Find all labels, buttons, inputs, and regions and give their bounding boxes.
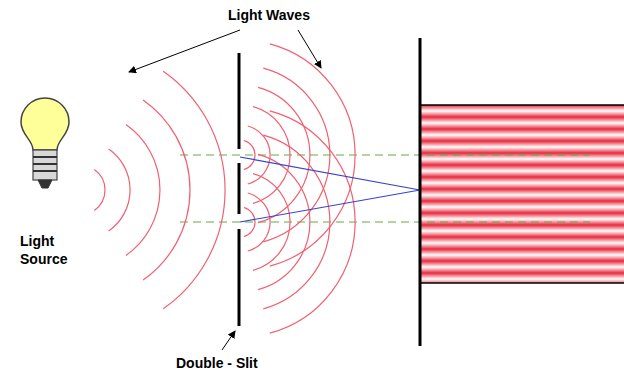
ray-line [240,190,420,222]
pointer-arrow [222,331,235,350]
wave-label: Light Waves [228,6,310,24]
fringe-pattern [421,105,624,283]
ray-line [240,157,420,190]
diffracted-waves [244,44,355,333]
guide-line [180,155,590,156]
incident-waves [94,71,225,309]
slit-label: Double - Slit [176,354,258,372]
pointer-arrow [298,30,321,68]
pattern-edge [421,282,624,284]
screen [419,38,422,346]
pointer-arrow [129,30,240,72]
pattern-edge [421,104,624,106]
slit-barrier [238,53,241,326]
source-label: Light Source [20,232,82,268]
light-bulb [21,98,69,188]
